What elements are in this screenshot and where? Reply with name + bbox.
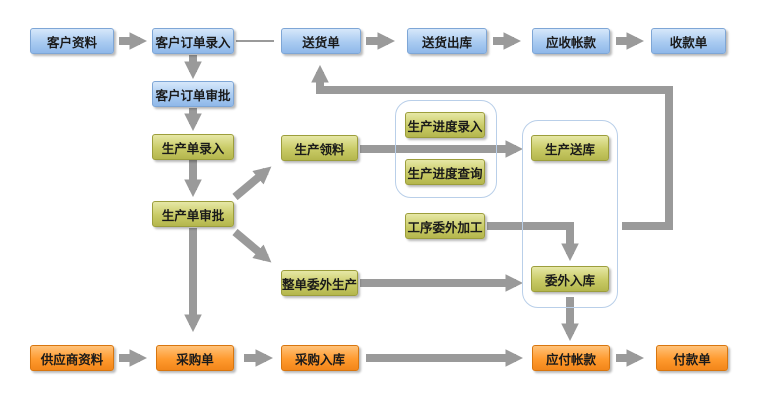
arrow-production-delivery-back-to-delivery-note (311, 64, 673, 230)
whole-outsource-node[interactable]: 整单委外生产 (281, 270, 358, 296)
customer-info-node[interactable]: 客户资料 (30, 28, 114, 54)
delivery-out-node[interactable]: 送货出库 (407, 28, 487, 54)
purchase-order-node[interactable]: 采购单 (156, 345, 234, 371)
payable-node[interactable]: 应付帐款 (532, 345, 610, 371)
receipt-node[interactable]: 收款单 (651, 28, 726, 54)
progress-group-outline (395, 100, 497, 198)
arrow-process-outsource-to-outsource-inbound (487, 222, 579, 262)
arrow-production-review-to-material (232, 166, 272, 201)
outsource-inbound-node[interactable]: 委外入库 (531, 266, 609, 292)
production-review-node[interactable]: 生产单审批 (152, 201, 234, 227)
process-outsource-node[interactable]: 工序委外加工 (405, 213, 485, 239)
production-entry-node[interactable]: 生产单录入 (152, 134, 234, 160)
delivery-note-node[interactable]: 送货单 (281, 28, 361, 54)
production-delivery-node[interactable]: 生产送库 (531, 135, 609, 161)
purchase-inbound-node[interactable]: 采购入库 (281, 345, 359, 371)
progress-query-node[interactable]: 生产进度查询 (405, 159, 485, 185)
arrow-production-review-to-whole-outsource (232, 228, 272, 263)
payment-node[interactable]: 付款单 (656, 345, 728, 371)
production-material-node[interactable]: 生产领料 (281, 135, 358, 161)
inbound-group-outline (522, 120, 618, 308)
supplier-info-node[interactable]: 供应商资料 (30, 345, 114, 371)
customer-order-review-node[interactable]: 客户订单审批 (152, 81, 234, 107)
customer-order-entry-node[interactable]: 客户订单录入 (152, 28, 234, 54)
progress-entry-node[interactable]: 生产进度录入 (405, 112, 485, 138)
receivable-node[interactable]: 应收帐款 (532, 28, 610, 54)
